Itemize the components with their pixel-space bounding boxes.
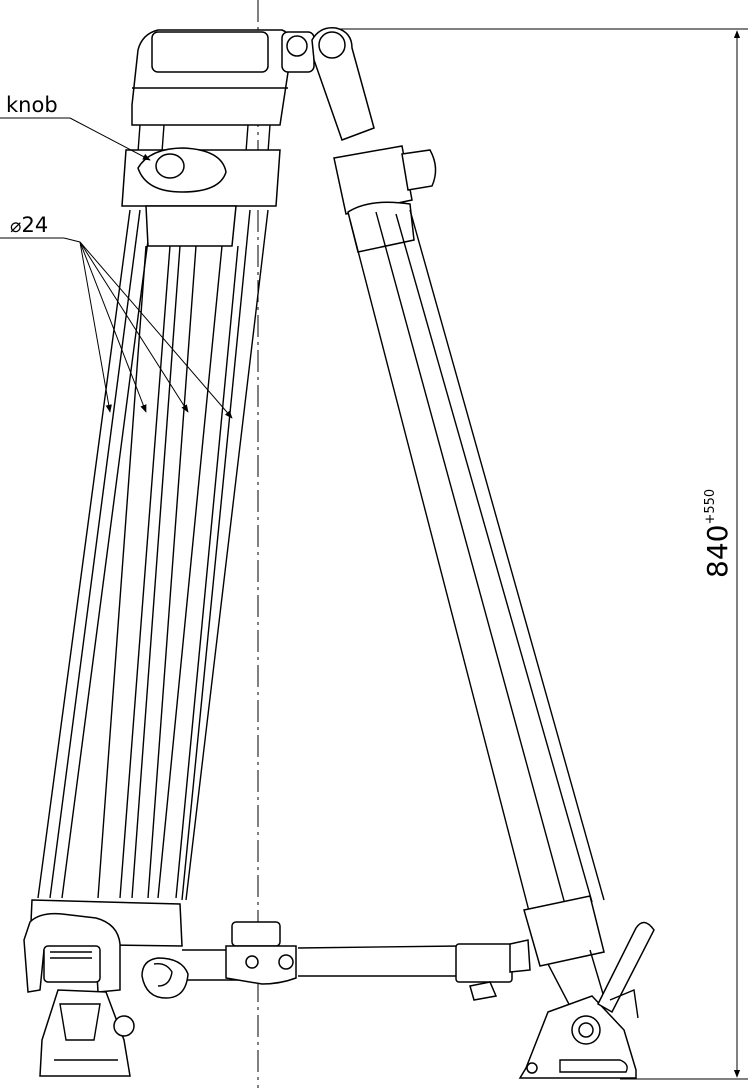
height-dimension: 840+550 [340, 28, 748, 1080]
diameter-label: ⌀24 [10, 213, 48, 237]
right-leg [311, 27, 607, 1011]
right-foot [518, 921, 655, 1079]
head-top [131, 29, 315, 153]
knob-leader: knob [0, 93, 151, 161]
knob-collar [121, 147, 281, 247]
diameter-leader: ⌀24 [0, 213, 233, 419]
left-legs [37, 209, 269, 901]
spreader [182, 921, 531, 1001]
knob-label: knob [6, 93, 58, 117]
left-foot [23, 899, 189, 1077]
height-label: 840+550 [701, 489, 734, 578]
